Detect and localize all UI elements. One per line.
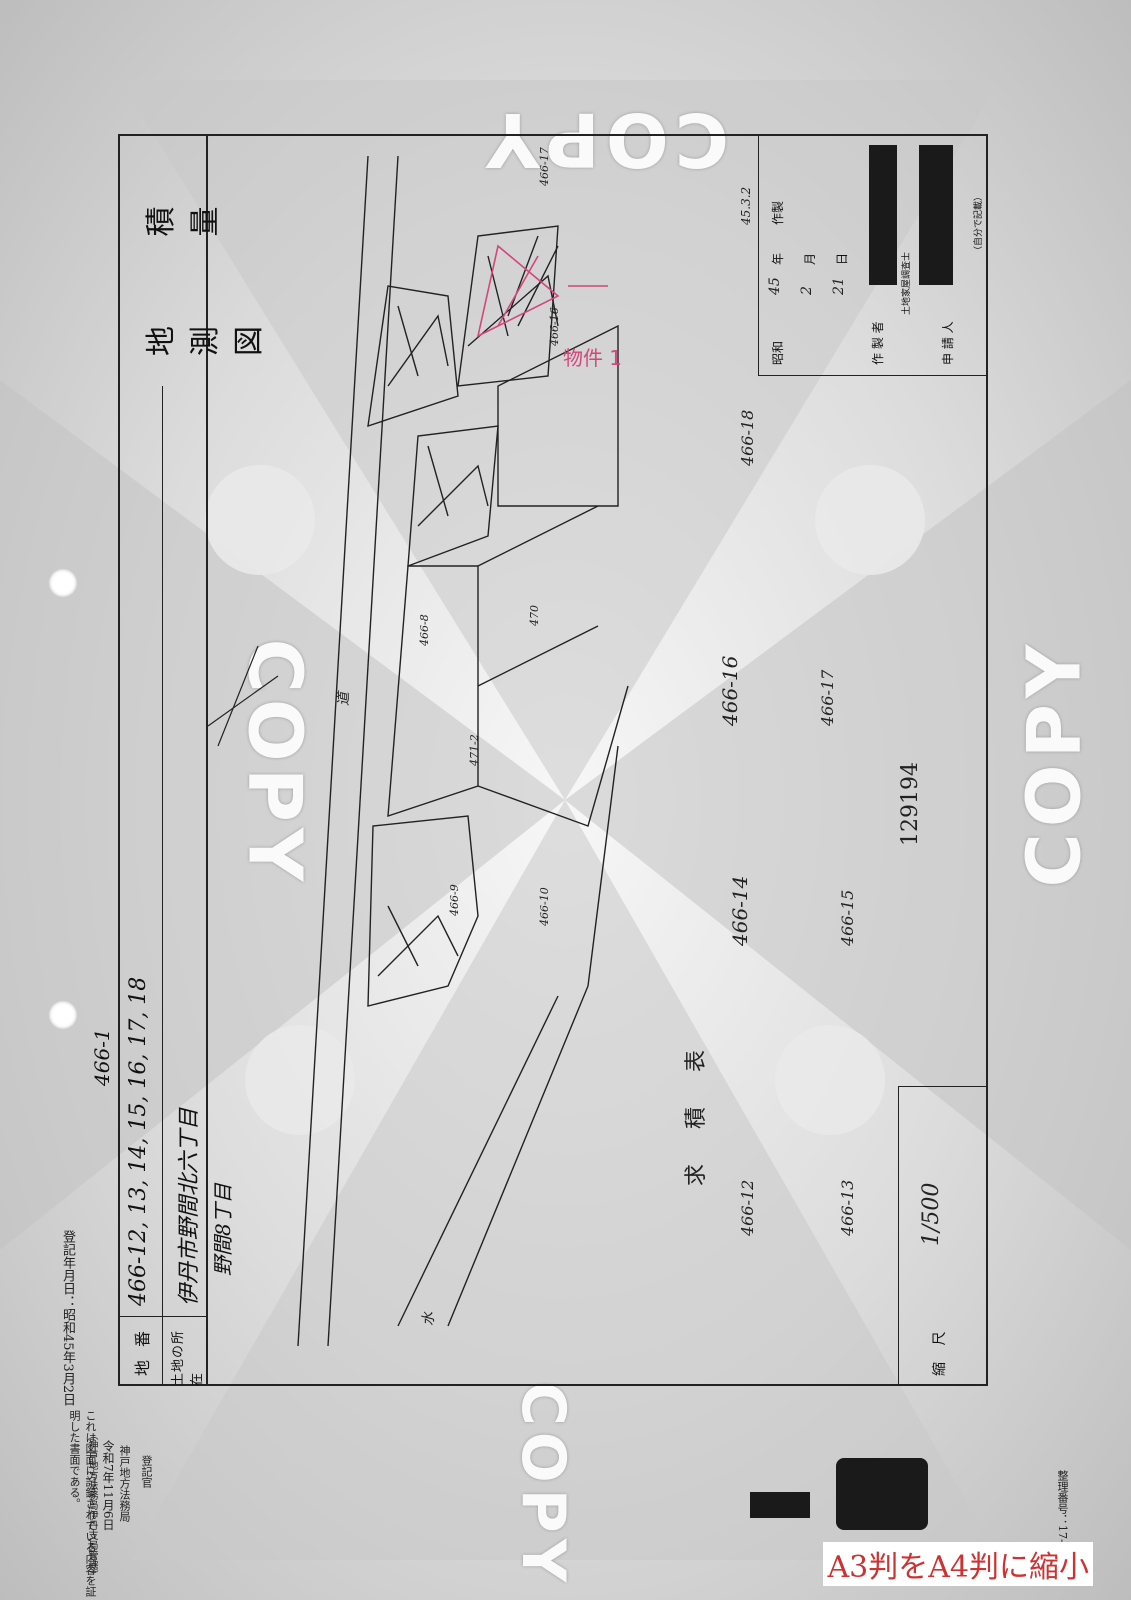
issue-date: 令和7年11月6日 — [101, 1440, 115, 1531]
lot-label-map: 466-9 — [448, 884, 461, 916]
date-code: 45.3.2 — [739, 186, 753, 225]
lot-header: 466-1 — [90, 1028, 114, 1086]
office-text: （神戸地方法務局伊丹支局管轄） — [86, 1430, 97, 1580]
area-lot: 466-13 — [838, 1179, 857, 1236]
serial-number: 129194 — [898, 762, 923, 846]
applicant-label: 申 請 人 — [941, 321, 955, 365]
lot-label-map: 466-10 — [538, 887, 551, 926]
scale-value: 1/500 — [919, 1182, 944, 1246]
date-era: 昭和 — [771, 340, 785, 365]
area-lot: 466-17 — [818, 669, 837, 726]
water-label: 水 — [421, 1312, 437, 1326]
lot-label-map: 466-8 — [418, 614, 431, 646]
area-lot: 466-15 — [838, 889, 857, 946]
area-lot: 466-18 — [738, 409, 757, 466]
certification-text: これは図面に記録されている内容を証明した書面である。 — [68, 1410, 97, 1597]
redaction-author — [869, 145, 897, 285]
lot-label-map: 470 — [528, 605, 541, 626]
area-lot: 466-14 — [728, 875, 752, 946]
area-lot: 466-16 — [718, 655, 742, 726]
registration-date: 登記年月日：昭和45年3月2日 — [60, 1230, 75, 1407]
redaction-applicant — [919, 145, 953, 285]
date-month-label: 月 — [803, 252, 817, 265]
road-label: 道 — [336, 692, 352, 706]
survey-sheet: 地 番 466-12, 13, 14, 15, 16, 17, 18 466-1… — [90, 134, 988, 1386]
date-day: 21 — [831, 277, 847, 295]
date-month: 2 — [799, 286, 815, 295]
watermark-bottom: COPY — [508, 1381, 579, 1589]
lot-label-map: 466-16 — [548, 307, 561, 346]
road-line — [297, 155, 369, 1347]
office-short: 神戸地方法務局 — [118, 1445, 131, 1522]
page-code: 整理番号：17-2 — [1056, 1470, 1069, 1550]
lot-label-map: 471-2 — [468, 734, 481, 766]
scale-box: 縮 尺 1/500 — [898, 1086, 988, 1386]
lot-label-map: 466-17 — [538, 147, 551, 186]
property-label: 物件 1 — [562, 345, 623, 370]
redaction-seal-small — [750, 1492, 810, 1518]
punch-hole-top — [48, 568, 78, 598]
made-label: 作製 — [771, 200, 785, 225]
reduction-note: A3判をA4判に縮小 — [823, 1542, 1093, 1586]
surveyor-note: 土地家屋調査士 — [902, 251, 912, 315]
date-year-label: 年 — [771, 252, 785, 265]
stamp-note: （自分で記載） — [974, 191, 984, 255]
survey-map — [207, 155, 629, 1347]
area-lot: 466-12 — [738, 1179, 757, 1236]
redaction-seal-large — [836, 1458, 928, 1530]
scale-label: 縮 尺 — [932, 1325, 948, 1376]
area-table-title: 求 積 表 — [684, 1036, 709, 1186]
author-label: 作 製 者 — [871, 321, 885, 365]
registrar-label: 登記官 — [140, 1455, 153, 1488]
punch-hole-bottom — [48, 1000, 78, 1030]
date-year: 45 — [767, 277, 783, 295]
watermark-right: COPY — [1011, 638, 1098, 888]
date-block: 45.3.2 昭和 45 年 2 月 21 日 作製 作 製 者 申 請 人 土… — [739, 134, 988, 376]
property-outline — [476, 244, 560, 338]
date-day-label: 日 — [835, 252, 849, 265]
